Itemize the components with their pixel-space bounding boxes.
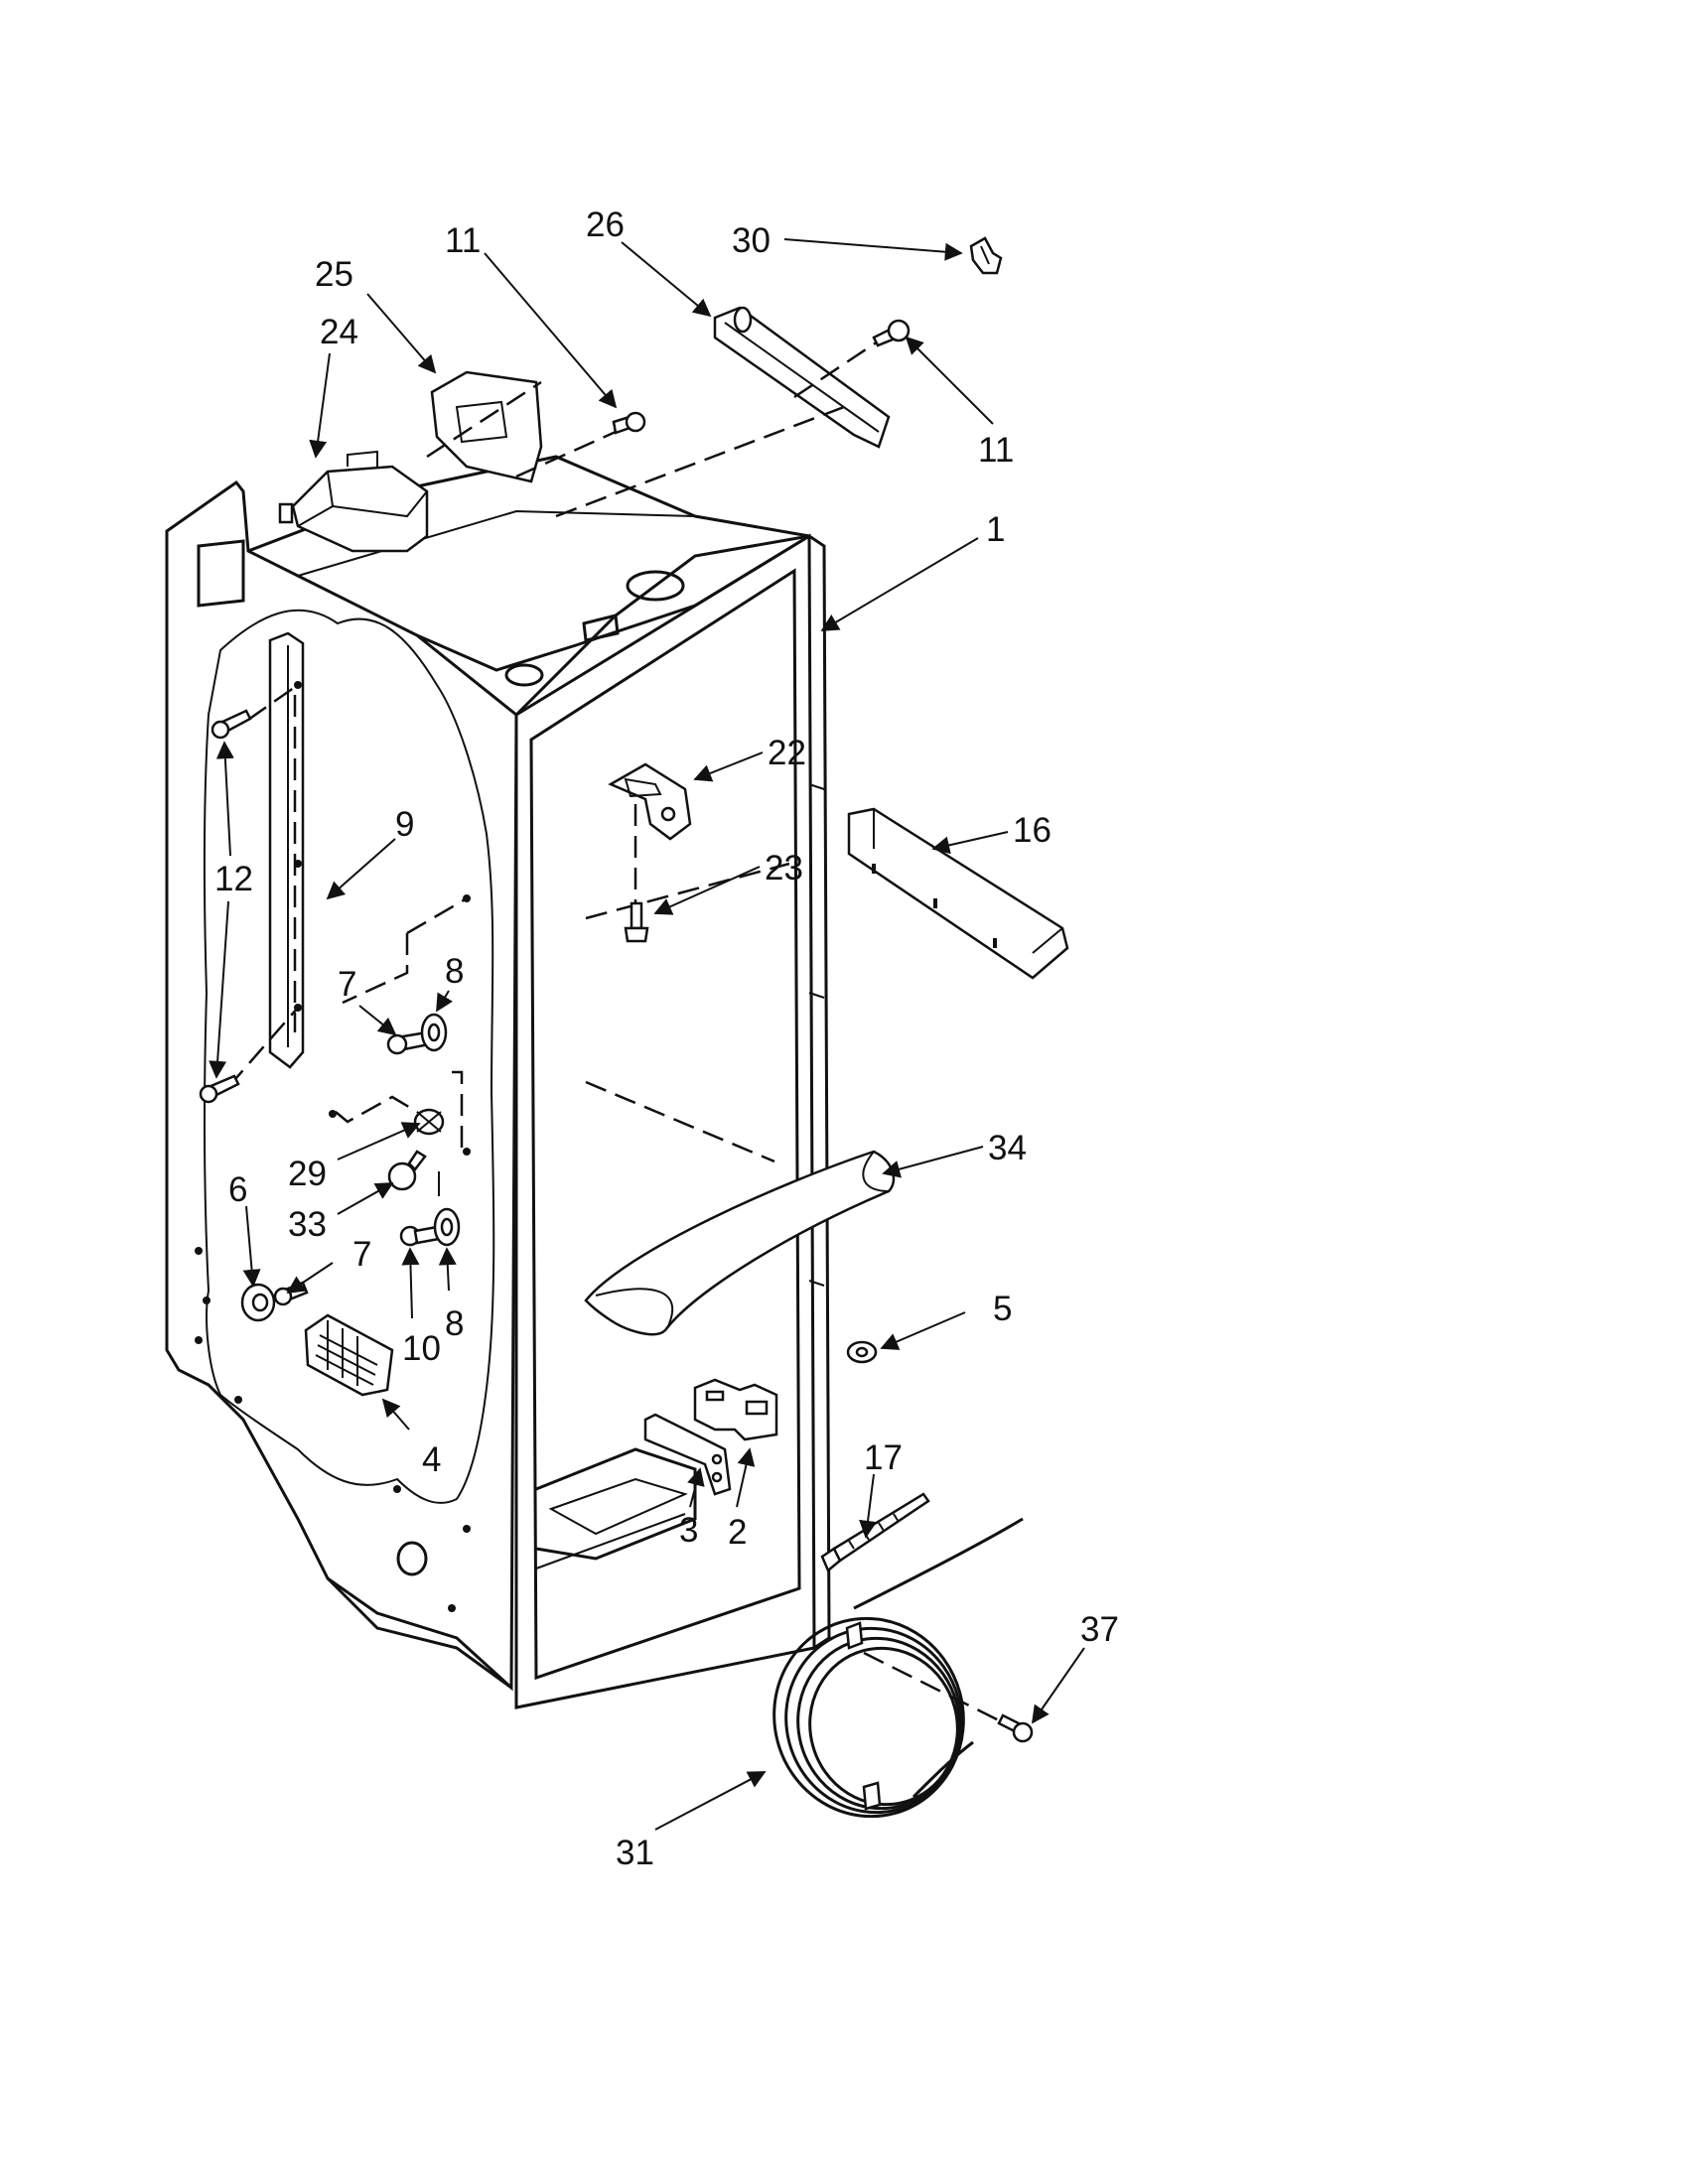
screw-part-7-lower (273, 1281, 309, 1306)
callout-24: 24 (320, 313, 358, 351)
callout-33: 33 (288, 1205, 327, 1244)
wheel-part-6 (240, 1283, 276, 1322)
callout-29: 29 (288, 1155, 327, 1193)
roller-part-8-upper (420, 1013, 448, 1052)
screw-part-12-upper (210, 709, 252, 740)
screw-part-10 (399, 1225, 441, 1247)
cover-part-34 (584, 1150, 896, 1336)
screw-part-7-upper (386, 1030, 431, 1055)
screw-part-11-right (872, 319, 911, 347)
callout-labels: 30 26 11 11 25 24 1 22 23 16 9 12 7 8 29… (214, 205, 1119, 1872)
callout-11-left: 11 (445, 221, 481, 260)
callout-37: 37 (1080, 1610, 1119, 1649)
bracket-part-22 (608, 762, 692, 841)
callout-3: 3 (679, 1511, 698, 1550)
callout-10: 10 (402, 1329, 441, 1368)
callout-1: 1 (986, 510, 1005, 549)
callout-8-upper: 8 (445, 952, 464, 991)
callout-31: 31 (616, 1834, 654, 1872)
screw-part-23 (624, 901, 649, 943)
bracket-part-3 (643, 1413, 732, 1496)
cable-tie-part-17 (820, 1492, 930, 1573)
bracket-part-2 (693, 1378, 778, 1441)
callout-6: 6 (228, 1170, 247, 1209)
vertical-rail-part-9 (227, 631, 305, 1088)
clip-part-30 (969, 236, 1003, 275)
callout-16: 16 (1013, 811, 1052, 850)
rail-dash (555, 405, 845, 518)
cabinet-liner (165, 455, 831, 1709)
callout-9: 9 (395, 805, 414, 844)
callout-7-lower: 7 (352, 1235, 371, 1274)
top-rail-part-26 (713, 306, 891, 449)
screw-11-dash-left (515, 430, 617, 478)
control-housing-part-24 (278, 450, 429, 553)
callout-2: 2 (728, 1513, 747, 1552)
callout-17: 17 (864, 1438, 903, 1477)
light-bulb-part-33 (387, 1150, 427, 1191)
callout-7-upper: 7 (338, 965, 356, 1004)
callout-4: 4 (422, 1440, 441, 1479)
callout-23: 23 (765, 849, 803, 887)
nut-part-5 (846, 1340, 878, 1364)
callout-34: 34 (988, 1129, 1027, 1167)
screw-11-dash-right (793, 336, 885, 399)
screw-37-dash (863, 1651, 1004, 1724)
callout-11-right: 11 (978, 431, 1014, 470)
screw-part-37 (997, 1713, 1034, 1743)
callout-8-lower: 8 (445, 1304, 464, 1343)
screw-part-12-lower (199, 1074, 240, 1104)
water-tube-coil-part-31 (772, 1517, 1024, 1819)
roller-part-8-lower (433, 1171, 461, 1247)
callout-30: 30 (732, 221, 771, 260)
bracket-part-25 (430, 370, 543, 483)
bulb-socket-part-29 (329, 1095, 445, 1136)
callout-26: 26 (586, 205, 625, 244)
callout-5: 5 (993, 1290, 1012, 1328)
housing-to-bracket-dash (426, 380, 542, 459)
callout-25: 25 (315, 255, 353, 294)
callout-22: 22 (768, 734, 806, 772)
screw-part-11-left (612, 411, 646, 435)
channel-part-16 (847, 807, 1069, 980)
grille-part-4 (304, 1313, 394, 1397)
bracket-dashes-upper (342, 894, 471, 1156)
callout-12: 12 (214, 860, 253, 898)
leader-lines (209, 238, 1085, 1831)
